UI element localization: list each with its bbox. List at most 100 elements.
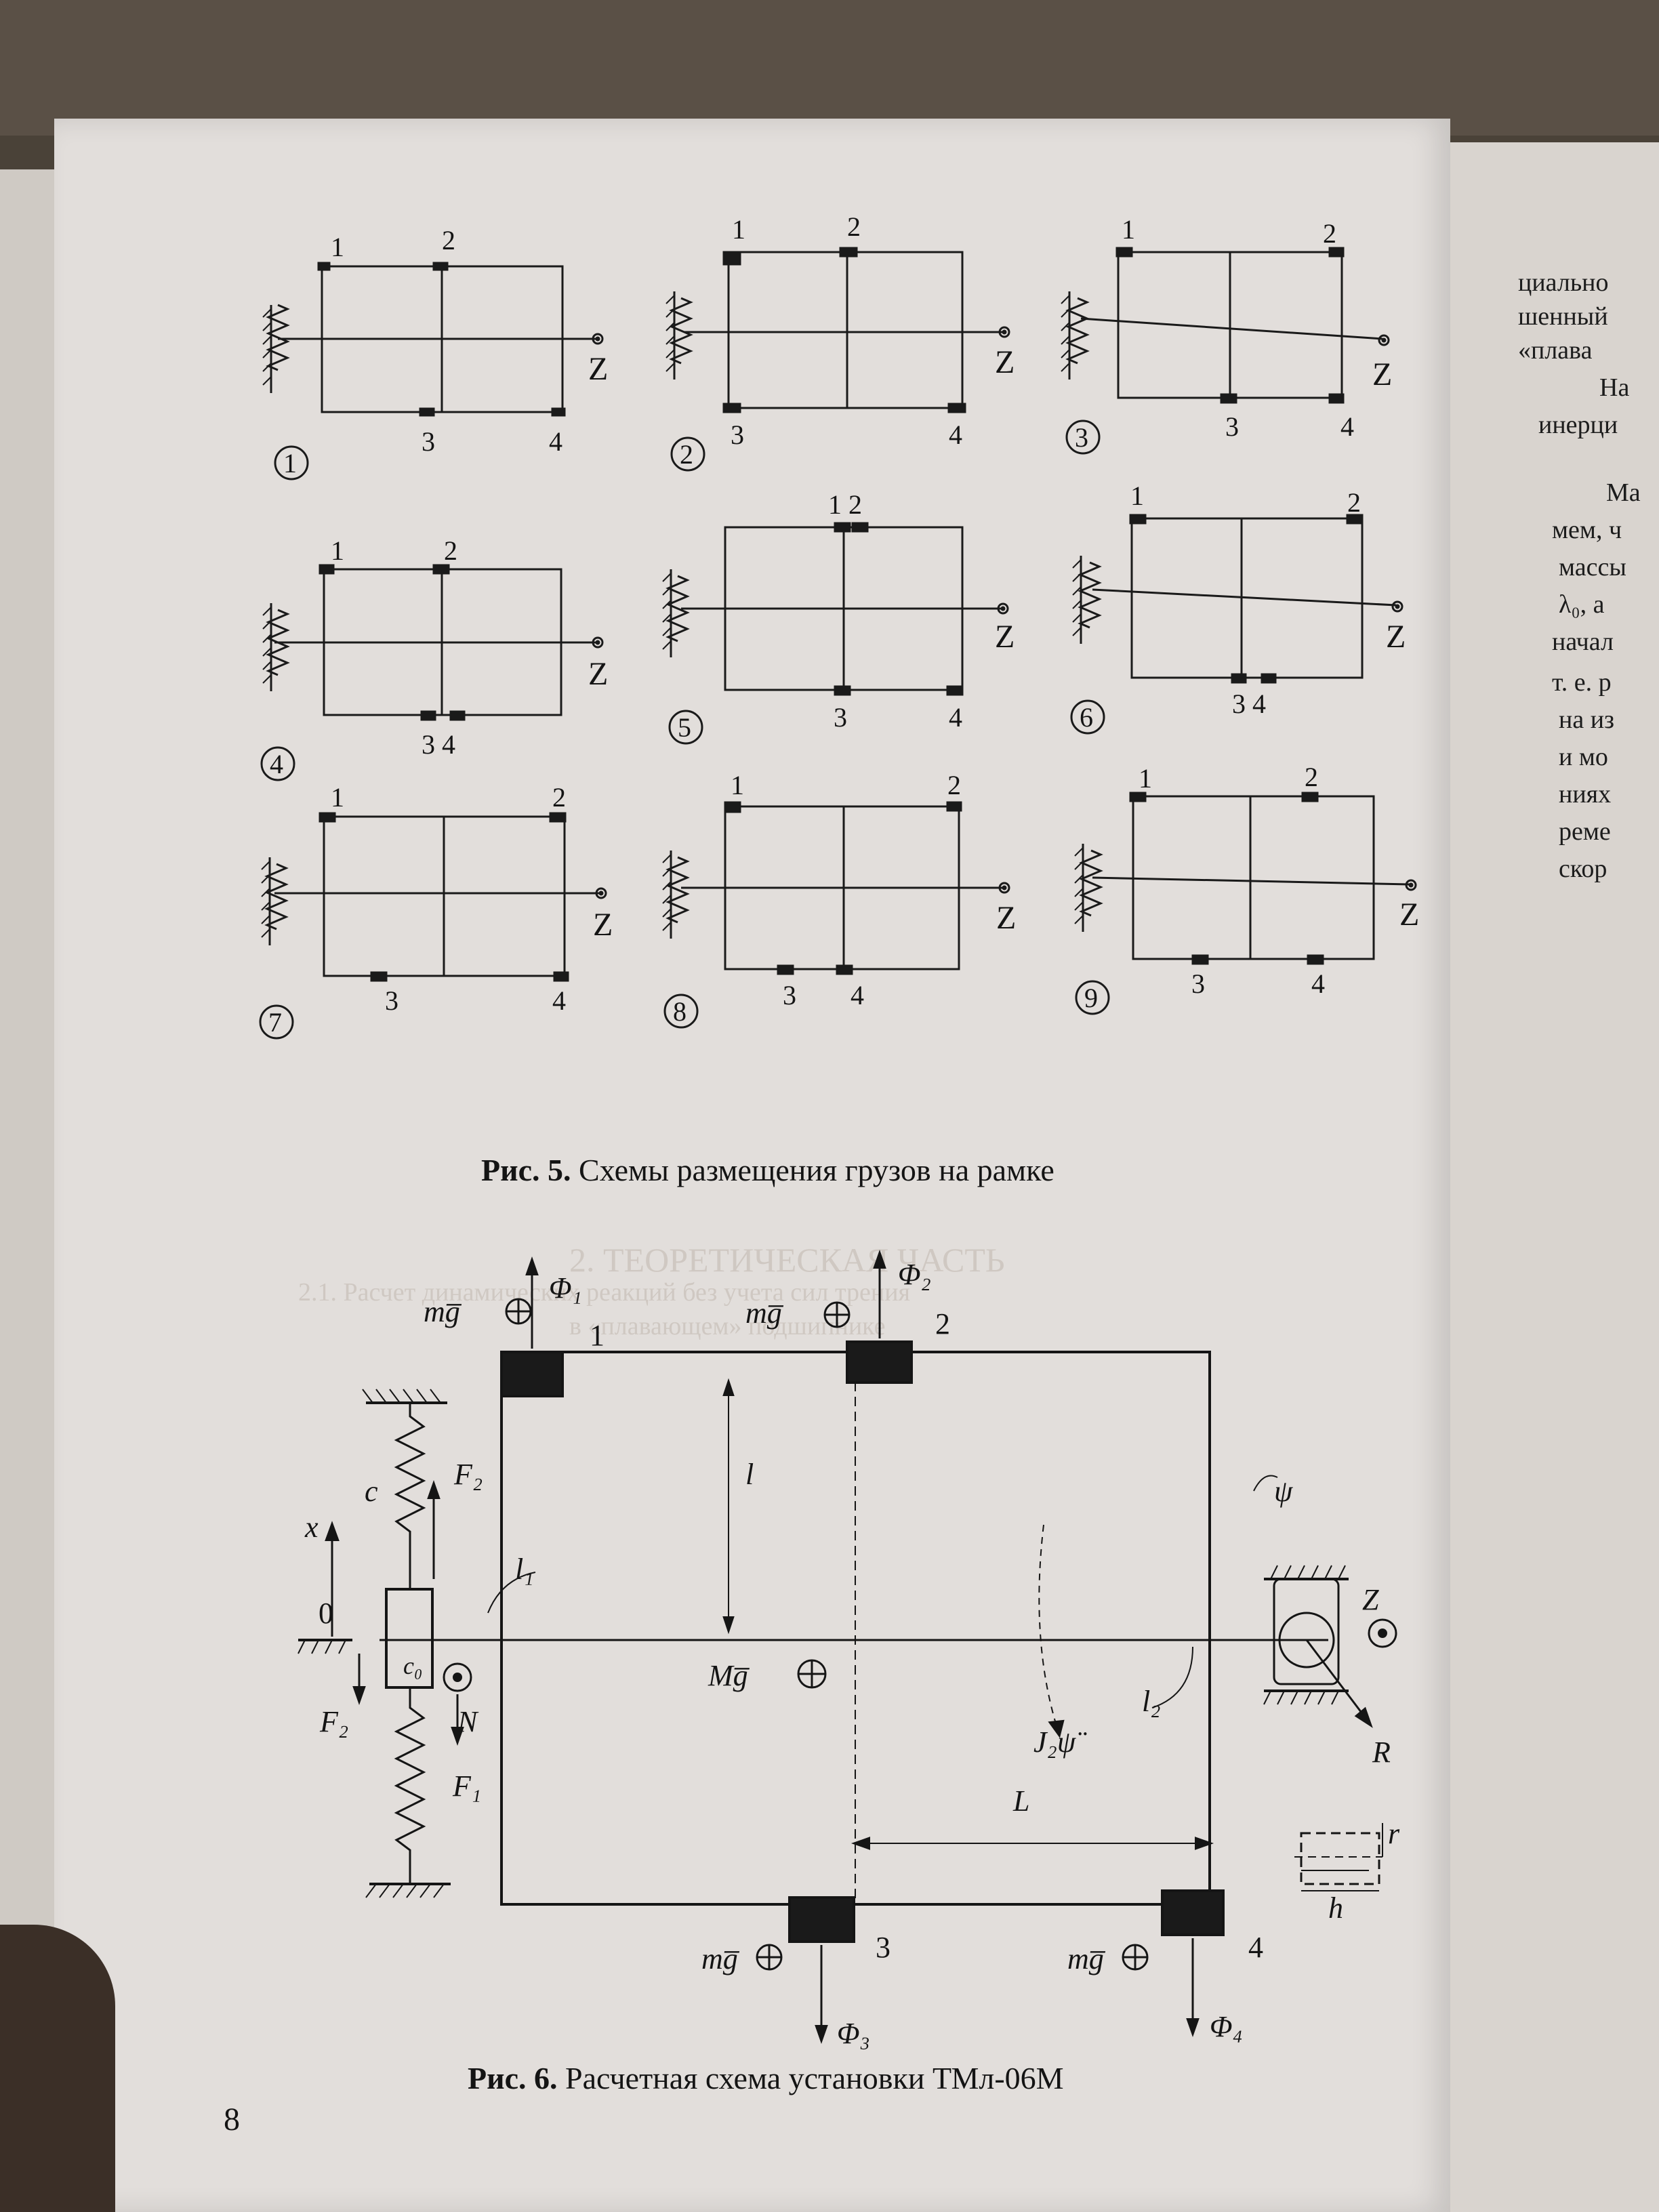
svg-text:2: 2 [847, 211, 861, 242]
svg-text:J₂ψ̈: J₂ψ̈ [1033, 1725, 1087, 1759]
svg-text:Z: Z [593, 907, 613, 943]
svg-text:3: 3 [385, 985, 398, 1016]
svg-text:Φ₁: Φ₁ [549, 1271, 582, 1305]
svg-text:2: 2 [1305, 762, 1318, 792]
fig5-labels: 1 2 3 4 5 6 7 8 9 1 2 3 4 Z 1 2 3 4 Z 1 … [268, 211, 1419, 1038]
svg-text:0: 0 [319, 1597, 333, 1630]
figure-6-title: Расчетная схема установки ТМл-06М [565, 2061, 1064, 2095]
svg-text:2: 2 [935, 1307, 950, 1340]
svg-text:Z: Z [995, 344, 1015, 380]
svg-text:Z: Z [1362, 1583, 1379, 1616]
svg-text:3 4: 3 4 [422, 729, 455, 760]
scheme-3 [1060, 247, 1390, 455]
svg-text:Φ₃: Φ₃ [837, 2017, 870, 2050]
scheme-number: 3 [1075, 422, 1088, 453]
svg-text:Φ₄: Φ₄ [1210, 2010, 1243, 2043]
svg-text:c: c [365, 1475, 378, 1508]
svg-text:F₂: F₂ [319, 1705, 348, 1738]
scheme-number: 2 [680, 439, 693, 470]
svg-text:h: h [1328, 1891, 1343, 1925]
svg-text:1: 1 [1139, 763, 1152, 794]
scheme-5 [661, 522, 1009, 745]
svg-text:L: L [1012, 1784, 1029, 1818]
weight-2 [846, 1340, 913, 1384]
svg-text:4: 4 [1311, 968, 1325, 999]
svg-text:N: N [457, 1705, 479, 1738]
svg-text:F₂: F₂ [453, 1458, 483, 1491]
weight-3 [788, 1896, 855, 1943]
svg-text:R: R [1372, 1736, 1391, 1769]
svg-text:2: 2 [1347, 487, 1361, 518]
svg-text:4: 4 [851, 980, 864, 1010]
svg-text:mg̅: mg̅ [1067, 1942, 1106, 1975]
right-page [1443, 142, 1659, 2212]
svg-text:2: 2 [442, 225, 455, 255]
scheme-9 [1073, 792, 1417, 1015]
svg-text:Φ₂: Φ₂ [898, 1258, 931, 1291]
svg-text:4: 4 [1248, 1931, 1263, 1964]
svg-text:F₁: F₁ [452, 1769, 481, 1803]
figure-5-number: Рис. 5. [481, 1153, 571, 1187]
scheme-4 [260, 564, 604, 781]
svg-text:c₀: c₀ [403, 1652, 423, 1679]
svg-text:3 4: 3 4 [1232, 689, 1266, 719]
svg-text:Z: Z [588, 656, 608, 692]
svg-text:4: 4 [1340, 411, 1354, 442]
svg-text:ψ: ψ [1274, 1475, 1293, 1508]
svg-text:1: 1 [331, 232, 344, 262]
svg-text:4: 4 [949, 419, 962, 450]
scheme-8 [661, 801, 1010, 1029]
svg-text:Z: Z [588, 351, 608, 387]
svg-text:1: 1 [731, 770, 744, 800]
svg-text:4: 4 [552, 985, 566, 1016]
svg-text:1: 1 [331, 535, 344, 566]
scheme-2 [665, 247, 1010, 472]
svg-text:Z: Z [996, 900, 1016, 936]
svg-text:2: 2 [947, 770, 961, 800]
svg-text:3: 3 [834, 702, 847, 733]
scheme-number: 7 [268, 1007, 282, 1038]
svg-text:Z: Z [995, 619, 1015, 655]
svg-text:1: 1 [590, 1319, 605, 1352]
svg-text:3: 3 [1191, 968, 1205, 999]
left-page [54, 119, 1450, 2212]
svg-text:l₁: l₁ [515, 1553, 534, 1586]
scheme-number: 6 [1080, 702, 1093, 733]
scheme-number: 8 [673, 996, 687, 1027]
fig6-diagram [298, 1249, 1397, 2045]
ghost-subheading: 2.1. Расчет динамических реакций без уче… [298, 1278, 911, 1307]
svg-text:4: 4 [949, 702, 962, 733]
svg-text:4: 4 [549, 426, 562, 457]
figure-5-caption: Рис. 5. Схемы размещения грузов на рамке [481, 1152, 1054, 1188]
svg-text:l: l [745, 1458, 754, 1491]
svg-text:l₂: l₂ [1142, 1685, 1161, 1718]
svg-text:2: 2 [552, 782, 566, 813]
svg-text:1 2: 1 2 [828, 489, 862, 520]
page-number: 8 [224, 2102, 240, 2137]
weight-1 [500, 1351, 564, 1397]
svg-text:mg̅: mg̅ [424, 1295, 462, 1328]
scheme-number: 5 [678, 712, 691, 743]
svg-text:3: 3 [1225, 411, 1239, 442]
scheme-7 [259, 812, 607, 1040]
scheme-number: 4 [270, 749, 283, 779]
scheme-number: 9 [1084, 983, 1098, 1013]
svg-text:mg̅: mg̅ [701, 1942, 740, 1975]
figure-6-caption: Рис. 6. Расчетная схема установки ТМл-06… [468, 2060, 1064, 2096]
scheme-1 [262, 262, 604, 480]
svg-text:1: 1 [1122, 214, 1135, 245]
svg-text:3: 3 [876, 1931, 890, 1964]
svg-text:x: x [304, 1511, 319, 1544]
svg-text:2: 2 [1323, 218, 1336, 249]
svg-text:Z: Z [1386, 619, 1406, 655]
thumb [0, 1925, 115, 2212]
fig6-labels: mg̅ mg̅ Mg̅ mg̅ mg̅ Φ₁ Φ₂ Φ₃ Φ₄ 1 2 3 4 … [304, 1258, 1400, 2050]
svg-text:Z: Z [1372, 356, 1392, 392]
weight-4 [1161, 1889, 1225, 1936]
figure-5-title: Схемы размещения грузов на рамке [579, 1153, 1054, 1187]
svg-text:1: 1 [732, 214, 745, 245]
figure-6-number: Рис. 6. [468, 2061, 558, 2095]
scheme-number: 1 [283, 448, 297, 478]
svg-text:3: 3 [422, 426, 435, 457]
